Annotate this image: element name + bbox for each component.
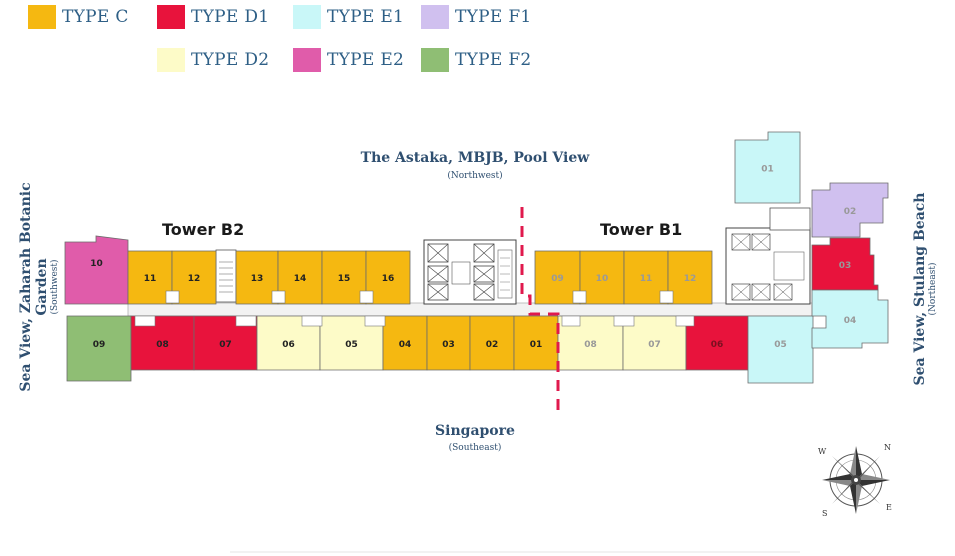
legend-label: TYPE C	[62, 7, 129, 27]
legend-label: TYPE D2	[191, 50, 270, 70]
south-view-title: Singapore	[435, 423, 515, 439]
unit-b1-e02	[811, 182, 889, 238]
unit-b1-e01	[734, 131, 801, 204]
unit-b2-09	[66, 315, 132, 382]
unit-label: 01	[761, 165, 774, 175]
unit-label: 06	[282, 340, 295, 350]
legend-swatch	[293, 48, 321, 72]
corridor	[127, 302, 814, 317]
legend-label: TYPE F1	[455, 7, 532, 27]
legend-item-type-f2: TYPE F2	[421, 48, 532, 72]
unit-label: 03	[839, 261, 852, 271]
unit-label: 11	[144, 274, 157, 284]
compass-w: W	[818, 447, 827, 456]
unit-label: 04	[399, 340, 412, 350]
unit-label: 01	[530, 340, 543, 350]
unit-label: 08	[156, 340, 169, 350]
unit-label: 11	[640, 274, 653, 284]
corridor-notches	[134, 290, 695, 327]
unit-b1-e04	[811, 289, 889, 349]
east-lift-core	[725, 207, 811, 305]
legend-swatch	[293, 5, 321, 29]
legend-swatch	[28, 5, 56, 29]
b2-stair-core	[215, 249, 237, 303]
legend-swatch	[421, 5, 449, 29]
unit-label: 13	[251, 274, 264, 284]
legend-label: TYPE E1	[327, 7, 405, 27]
unit-label: 09	[93, 340, 106, 350]
unit-label: 14	[294, 274, 307, 284]
unit-b2-10	[64, 235, 129, 305]
unit-label: 10	[596, 274, 609, 284]
legend-item-type-e2: TYPE E2	[293, 48, 404, 72]
legend-swatch	[157, 48, 185, 72]
unit-b2-12	[171, 250, 217, 305]
legend-label: TYPE D1	[191, 7, 270, 27]
unit-label: 02	[844, 207, 857, 217]
legend-label: TYPE F2	[455, 50, 532, 70]
compass-e: E	[886, 503, 892, 512]
unit-label: 02	[486, 340, 499, 350]
legend-item-type-f1: TYPE F1	[421, 5, 532, 29]
legend-swatch	[157, 5, 185, 29]
compass-n: N	[884, 443, 891, 452]
tower-b1-label: Tower B1	[600, 220, 683, 239]
unit-label: 06	[711, 340, 724, 350]
tower-b2-label: Tower B2	[162, 220, 245, 239]
unit-labels: 10 11 12 13 14 15 16 09 08 07 06 05 04 03 02 01 09 10 11 12…	[90, 165, 856, 351]
unit-label: 04	[844, 316, 857, 326]
unit-label: 05	[774, 340, 787, 350]
legend-swatch	[421, 48, 449, 72]
legend-item-type-d2: TYPE D2	[157, 48, 269, 72]
unit-label: 16	[382, 274, 395, 284]
unit-label: 03	[442, 340, 455, 350]
unit-b1-12	[667, 250, 713, 305]
unit-label: 12	[188, 274, 201, 284]
unit-label: 10	[90, 259, 103, 269]
compass-s: S	[822, 509, 827, 518]
compass-rose-icon: N E S W	[818, 443, 892, 518]
north-view-subtitle: (Northwest)	[447, 171, 503, 181]
north-view-title: The Astaka, MBJB, Pool View	[360, 150, 590, 166]
legend-label: TYPE E2	[327, 50, 405, 70]
unit-label: 08	[584, 340, 597, 350]
central-lift-core	[423, 239, 517, 305]
legend: TYPE C TYPE D1 TYPE E1 TYPE F1 TYPE D2 T…	[0, 0, 955, 80]
unit-b1-05	[747, 315, 814, 384]
tower-divider-dashed-line	[520, 207, 560, 412]
legend-item-type-d1: TYPE D1	[157, 5, 269, 29]
unit-label: 07	[219, 340, 232, 350]
unit-label: 12	[684, 274, 697, 284]
unit-label: 07	[648, 340, 661, 350]
unit-label: 09	[551, 274, 564, 284]
south-view-subtitle: (Southeast)	[448, 443, 502, 453]
legend-item-type-c: TYPE C	[28, 5, 129, 29]
unit-b2-16	[365, 250, 411, 305]
legend-item-type-e1: TYPE E1	[293, 5, 404, 29]
unit-label: 05	[345, 340, 358, 350]
unit-label: 15	[338, 274, 351, 284]
